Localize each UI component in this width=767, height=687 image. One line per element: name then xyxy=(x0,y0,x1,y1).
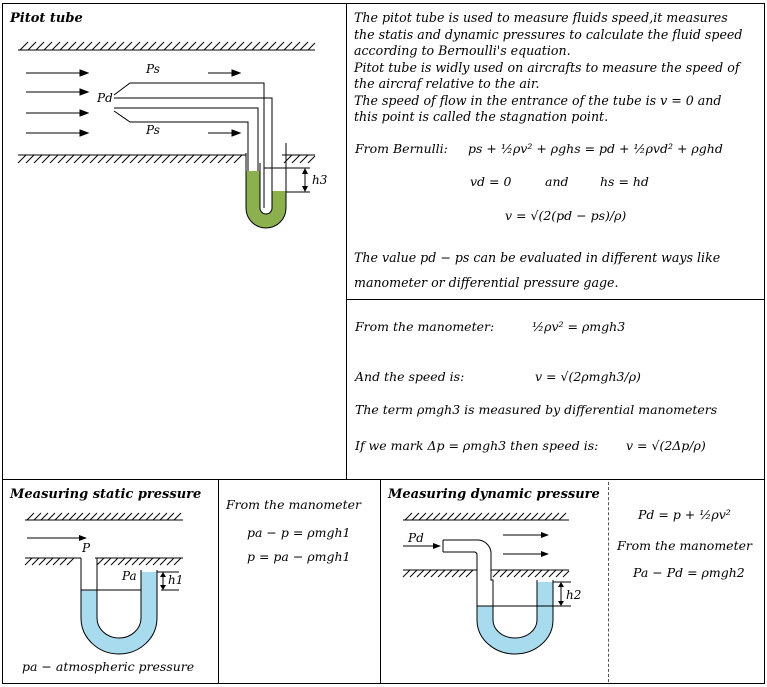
description-line: according to Bernoulli's equation. xyxy=(354,43,571,58)
static-from-label: From the manometer xyxy=(226,497,361,512)
manometer-from-label: From the manometer: xyxy=(355,319,495,334)
pitot-label-pd: Pd xyxy=(97,91,113,105)
pitot-title: Pitot tube xyxy=(10,11,83,26)
bernoulli-label: From Bernulli: xyxy=(355,141,448,156)
static-eq2: p = pa − ρmgh1 xyxy=(247,549,351,564)
dynamic-eq1: Pd = p + ½ρv² xyxy=(638,507,731,522)
dynamic-label-pd: Pd xyxy=(408,531,424,545)
manometer-term-line: The term ρmgh3 is measured by differenti… xyxy=(355,402,718,417)
description-line: The pitot tube is used to measure fluids… xyxy=(354,10,728,25)
manometer-speed-label: And the speed is: xyxy=(355,369,465,384)
top-wall-hatch xyxy=(19,41,316,51)
dynamic-title: Measuring dynamic pressure xyxy=(388,487,600,502)
condition-h: hs = hd xyxy=(600,174,649,189)
static-manometer-diagram xyxy=(24,512,183,655)
description-line: this point is called the stagnation poin… xyxy=(354,109,609,124)
description-line: the statis and dynamic pressures to calc… xyxy=(354,26,743,42)
static-eq1: pa − p = ρmgh1 xyxy=(247,525,351,540)
manometer-eq3: v = √(2Δp/ρ) xyxy=(626,438,706,453)
manometer-eq1: ½ρv² = ρmgh3 xyxy=(532,319,626,334)
dynamic-eq2: Pa − Pd = ρmgh2 xyxy=(633,565,745,580)
bernoulli-equation: ps + ½ρv² + ρghs = pd + ½ρvd² + ρghd xyxy=(468,141,723,156)
dynamic-manometer-diagram xyxy=(402,512,571,655)
description-line: the aircraf relative to the air. xyxy=(354,76,540,91)
pitot-label-ps-top: Ps xyxy=(146,62,160,76)
dashed-divider xyxy=(608,482,609,682)
static-label-pa: Pa xyxy=(122,569,137,583)
velocity-formula: v = √(2(pd − ps)/ρ) xyxy=(505,208,627,223)
description-line: Pitot tube is widly used on aircrafts to… xyxy=(354,59,740,75)
flow-arrows xyxy=(26,69,242,137)
dynamic-label-h2: h2 xyxy=(566,588,582,602)
pitot-description: The pitot tube is used to measure fluids… xyxy=(354,10,764,126)
static-label-h1: h1 xyxy=(168,573,184,587)
description-line: The speed of flow in the entrance of the… xyxy=(354,92,722,108)
dynamic-cell xyxy=(380,479,765,684)
condition-and: and xyxy=(545,174,569,189)
manometer-eq2: v = √(2ρmgh3/ρ) xyxy=(535,369,641,384)
pitot-tube-diagram xyxy=(17,41,316,229)
value-line-2: manometer or differential pressure gage. xyxy=(354,275,619,290)
pitot-label-ps-bottom: Ps xyxy=(146,123,160,137)
value-line-1: The value pd − ps can be evaluated in di… xyxy=(354,250,721,265)
static-label-p: P xyxy=(82,541,91,555)
pitot-label-h3: h3 xyxy=(312,173,328,187)
bottom-wall-hatch xyxy=(17,154,316,164)
dynamic-from-label: From the manometer xyxy=(617,538,752,553)
manometer-mark-line: If we mark Δp = ρmgh3 then speed is: xyxy=(355,438,599,453)
static-caption: pa − atmospheric pressure xyxy=(22,659,195,674)
condition-vd: vd = 0 xyxy=(470,174,512,189)
static-title: Measuring static pressure xyxy=(10,487,202,502)
